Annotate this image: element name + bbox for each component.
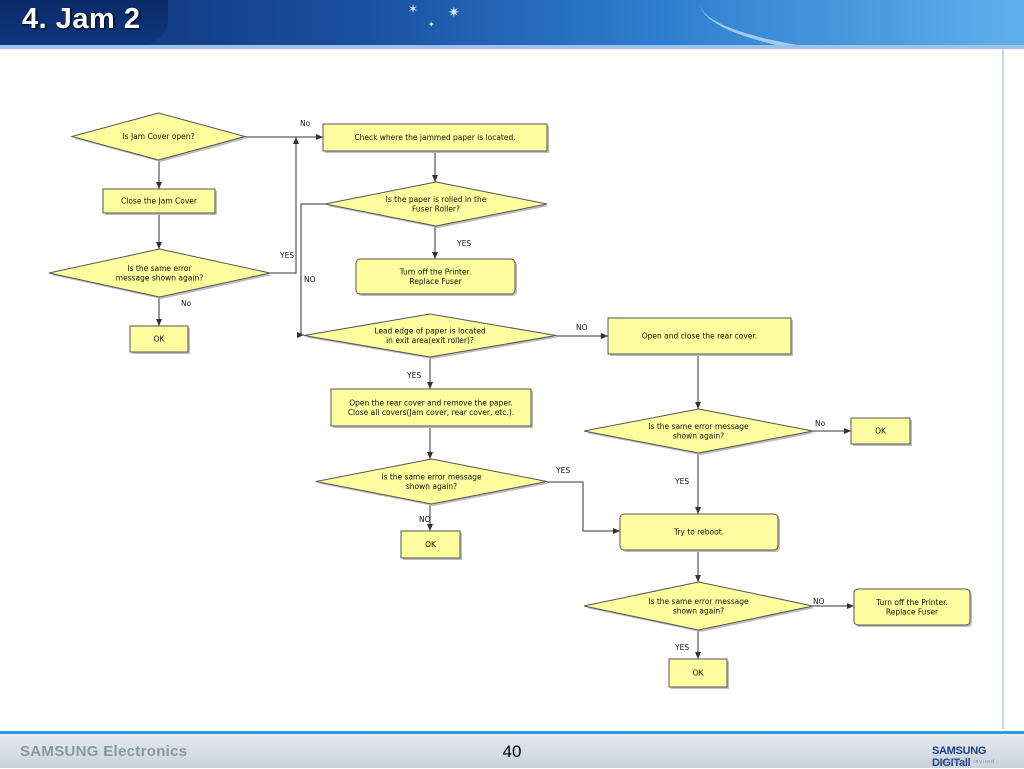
process-box	[102, 188, 216, 214]
decision-diamond	[583, 581, 814, 631]
node-replace-fuser2: Turn off the Printer.Replace Fuser	[853, 588, 972, 627]
node-label: Replace Fuser	[409, 277, 462, 286]
node-label: Replace Fuser	[886, 607, 939, 616]
flow-connector	[547, 481, 620, 534]
node-label: Close all covers(Jam cover, rear cover, …	[348, 408, 514, 417]
edge-label-err4-no: NO	[813, 597, 825, 606]
node-label: in exit area(exit roller)?	[386, 336, 474, 345]
decision-diamond	[303, 313, 557, 358]
star-icon: ✶	[408, 2, 419, 16]
node-label: Is the same error message	[648, 422, 749, 431]
node-replace-fuser1: Turn off the Printer.Replace Fuser	[355, 258, 517, 296]
process-box	[607, 317, 792, 355]
node-ok1: OK	[129, 325, 190, 354]
process-box	[400, 530, 461, 559]
edge-label-lead-yes: YES	[406, 371, 421, 380]
edge-label-fuser-yes: YES	[456, 239, 471, 248]
decision-diamond	[324, 181, 548, 227]
node-label: Turn off the Printer.	[399, 267, 472, 276]
node-label: Fuser Roller?	[412, 204, 460, 213]
edge-label-err3-no: No	[815, 419, 826, 428]
edge-label-lead-no: NO	[576, 323, 588, 332]
node-label: Is the same error	[127, 264, 192, 273]
node-label: Open the rear cover and remove the paper…	[349, 398, 513, 407]
edge-label-err4-yes: YES	[674, 643, 689, 652]
node-open-rear2: Open the rear cover and remove the paper…	[330, 388, 533, 428]
node-label: Check where the jammed paper is located.	[354, 133, 515, 142]
process-box	[322, 123, 548, 152]
edge-label-fuser-no: NO	[304, 275, 316, 284]
star-icon: ✦	[428, 20, 435, 29]
edge-label-err3-yes: YES	[674, 477, 689, 486]
logo-tagline: everyone's invited	[937, 759, 995, 765]
node-ok3: OK	[400, 530, 462, 560]
node-label: shown again?	[673, 606, 724, 615]
decision-diamond	[583, 408, 814, 454]
decision-diamond	[70, 112, 247, 161]
process-box	[619, 513, 779, 551]
node-check-paper: Check where the jammed paper is located.	[322, 123, 549, 153]
page-number: 40	[502, 742, 522, 761]
node-open-rear1: Open and close the rear cover.	[607, 317, 793, 356]
process-box	[330, 388, 532, 427]
title-bar: ✶ ✷ ✦ 4. Jam 2	[0, 0, 1024, 45]
node-label: Is the paper is rolled in the	[386, 195, 487, 204]
flow-connector	[297, 203, 325, 338]
node-close-jam: Close the Jam Cover	[102, 188, 217, 215]
edge-label-err2-yes: YES	[555, 466, 570, 475]
node-label: message shown again?	[116, 273, 203, 282]
node-ok2: OK	[850, 417, 912, 446]
slide-title: 4. Jam 2	[22, 3, 141, 35]
node-label: OK	[425, 540, 437, 549]
node-label: Is the same error message	[648, 597, 749, 606]
edge-label-err1-no: No	[181, 299, 192, 308]
company-name: SAMSUNG Electronics	[20, 743, 188, 760]
process-box	[129, 325, 189, 353]
node-ok4: OK	[668, 658, 729, 689]
samsung-digitall-logo: SAMSUNG DIGITall	[932, 745, 987, 769]
edge-label-jam-no: No	[300, 119, 311, 128]
footer-bar: SAMSUNG Electronics 40 SAMSUNG DIGITall …	[0, 731, 1024, 769]
node-q-jam-open: Is Jam Cover open?	[70, 112, 247, 162]
node-label: Close the Jam Cover	[121, 197, 198, 206]
process-box	[355, 258, 516, 295]
node-label: OK	[693, 669, 705, 678]
node-label: Lead edge of paper is located	[374, 326, 486, 335]
process-box	[850, 417, 911, 445]
header-divider	[0, 45, 1024, 49]
node-label: OK	[154, 335, 166, 344]
troubleshooting-flowchart: Is Jam Cover open? Close the Jam Cover Is …	[48, 112, 972, 689]
slide-frame	[8, 49, 1004, 729]
title-tab	[0, 0, 168, 45]
node-label: shown again?	[673, 431, 724, 440]
flow-connector	[270, 137, 299, 274]
node-reboot: Try to reboot.	[619, 513, 780, 552]
node-label: Is the same error message	[381, 472, 482, 481]
edge-label-err2-no: NO	[419, 515, 431, 524]
node-label: Turn off the Printer.	[875, 598, 948, 607]
decision-diamond	[48, 248, 271, 298]
edge-label-err1-yes: YES	[279, 251, 294, 260]
process-box	[853, 588, 971, 626]
process-box	[668, 658, 728, 688]
node-label: Is Jam Cover open?	[122, 132, 194, 141]
star-icon: ✷	[448, 5, 460, 21]
node-label: OK	[875, 427, 887, 436]
node-label: shown again?	[406, 482, 457, 491]
decision-diamond	[315, 458, 548, 505]
node-label: Open and close the rear cover.	[642, 332, 757, 341]
node-label: Try to reboot.	[673, 528, 724, 537]
